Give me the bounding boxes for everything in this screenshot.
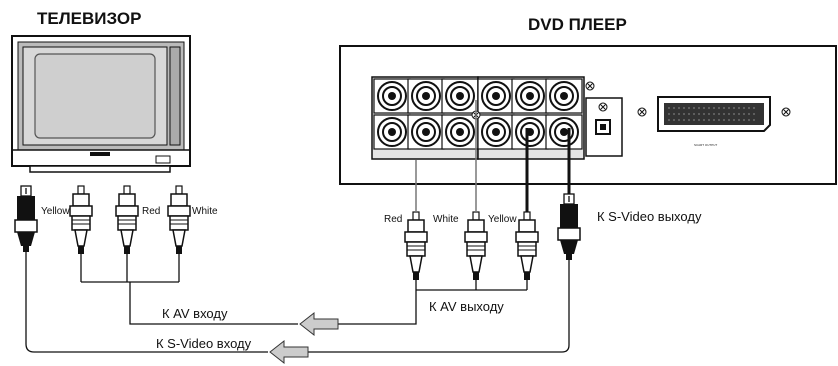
caption-av-out: К AV выходу xyxy=(429,299,504,314)
arrow-left-icon xyxy=(269,339,309,365)
caption-s-video-in: К S-Video входу xyxy=(156,336,252,351)
s-video-cable xyxy=(25,252,570,353)
rca-plug-icon xyxy=(115,185,139,255)
caption-av-in: К AV входу xyxy=(162,306,228,321)
rca-plug-icon xyxy=(167,185,191,255)
scart-connector-icon xyxy=(657,96,771,132)
s-video-plug-icon xyxy=(557,193,581,261)
dvd-title: DVD ПЛЕЕР xyxy=(528,15,627,34)
rca-plug-icon xyxy=(69,185,93,255)
arrow-left-icon xyxy=(299,311,339,337)
rca-plug-icon xyxy=(515,211,539,281)
caption-s-video-out: К S-Video выходу xyxy=(597,209,702,224)
dvd-label-white: White xyxy=(433,214,459,225)
tv-s-video-plug xyxy=(14,185,38,253)
dvd-rear-panel-icon: SCART OUTPUT xyxy=(339,45,837,185)
tv-label-white: White xyxy=(192,206,218,217)
dvd-label-yellow: Yellow xyxy=(488,214,517,225)
tv-title: ТЕЛЕВИЗОР xyxy=(37,9,141,28)
av-cable xyxy=(80,254,528,325)
scart-label: SCART OUTPUT xyxy=(694,143,717,147)
dvd-upper-cables xyxy=(415,100,571,212)
tv-label-red: Red xyxy=(142,206,160,217)
tv-icon xyxy=(11,35,191,173)
rca-plug-icon xyxy=(464,211,488,281)
tv-label-yellow: Yellow xyxy=(41,206,70,217)
s-video-plug-icon xyxy=(14,185,38,253)
rca-plug-icon xyxy=(404,211,428,281)
dvd-label-red: Red xyxy=(384,214,402,225)
